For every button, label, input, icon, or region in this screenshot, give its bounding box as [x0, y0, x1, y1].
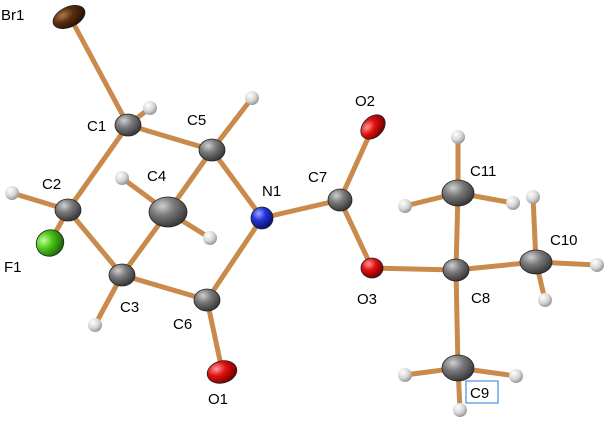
bond-n1-c7: [259, 197, 343, 221]
bond-c5-n1: [209, 147, 265, 221]
h-atom-c10c: [538, 293, 552, 307]
label-o3: O3: [357, 291, 377, 308]
h-atom-c4b: [203, 231, 217, 245]
bond-c2-c3: [65, 207, 125, 278]
atom-c4: [148, 196, 188, 228]
atom-labels: Br1 C1 C2 C3 C4 C5 C6 N1 O1 C7 O2 O3 C8 …: [1, 7, 578, 408]
bond-c1-c5: [125, 122, 215, 153]
h-atom-c10a: [526, 190, 540, 204]
label-n1: N1: [262, 183, 281, 200]
label-f1: F1: [4, 259, 22, 276]
c9-highlight-box[interactable]: [465, 380, 499, 404]
atom-c9: [441, 354, 475, 382]
label-br1: Br1: [1, 7, 24, 24]
label-c10: C10: [550, 232, 578, 249]
atom-o1: [206, 360, 238, 384]
bond-c8-c9: [453, 267, 461, 371]
h-atom-c11a: [398, 199, 412, 213]
atom-o2: [360, 114, 386, 140]
atom-c5: [198, 138, 226, 162]
atom-f1: [35, 229, 65, 257]
atom-c11: [441, 179, 475, 207]
label-c2: C2: [42, 176, 61, 193]
h-atom-c10b: [590, 258, 604, 272]
bond-c7-o3: [337, 197, 375, 271]
label-c4: C4: [147, 168, 166, 185]
label-o1: O1: [208, 391, 228, 408]
atom-c3: [108, 263, 136, 287]
label-c9: C9: [470, 385, 489, 402]
label-c5: C5: [187, 112, 206, 129]
h-atom-c9b: [509, 369, 523, 383]
bond-c3-c6: [119, 272, 210, 303]
label-c8: C8: [471, 290, 490, 307]
label-c3: C3: [120, 299, 139, 316]
h-atom-c11c: [506, 196, 520, 210]
h-atom-c11b: [451, 130, 465, 144]
label-c11: C11: [470, 163, 496, 180]
h-atom-c9c: [453, 403, 467, 417]
atom-n1: [250, 206, 274, 230]
atom-c7: [327, 188, 353, 212]
atom-c2: [54, 198, 82, 222]
h-atom-c3: [88, 318, 102, 332]
bonds: [9, 14, 600, 413]
h-atom-c4a: [115, 171, 129, 185]
atom-c1: [114, 113, 142, 137]
label-c1: C1: [87, 118, 106, 135]
atom-o3: [360, 257, 384, 279]
atom-c6: [193, 288, 221, 312]
bond-c1-c2: [65, 122, 131, 213]
atom-br1: [52, 5, 86, 29]
label-o2: O2: [355, 93, 375, 110]
h-atom-c2: [5, 186, 19, 200]
atom-c10: [519, 249, 553, 275]
atom-c8: [442, 258, 470, 282]
bond-br1-c1: [67, 14, 131, 128]
hydrogen-atoms: [5, 91, 604, 417]
bond-n1-c6: [204, 215, 265, 303]
h-atom-c1: [143, 101, 157, 115]
label-c7: C7: [308, 169, 327, 186]
bond-c6-o1: [204, 297, 225, 373]
h-atom-c9a: [398, 368, 412, 382]
h-atom-c5: [245, 91, 259, 105]
bond-o3-c8: [369, 265, 459, 273]
label-c6: C6: [173, 316, 192, 333]
heavy-atoms: [35, 5, 553, 384]
